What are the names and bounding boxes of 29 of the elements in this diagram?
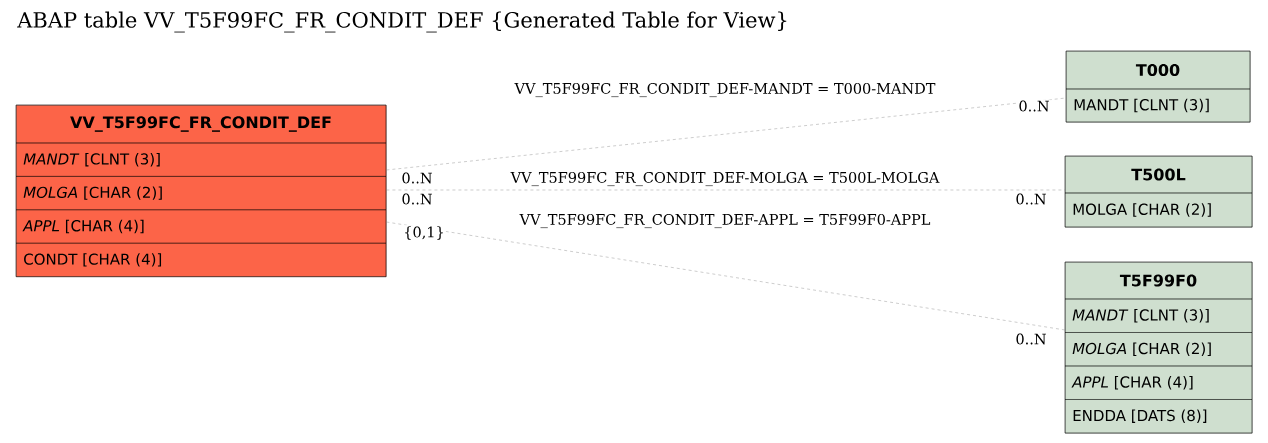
table-header: T000 <box>1065 50 1251 90</box>
table-row: CONDT [CHAR (4)] <box>15 243 387 277</box>
table-row: MOLGA [CHAR (2)] <box>1064 192 1253 228</box>
edge-label: VV_T5F99FC_FR_CONDIT_DEF-MANDT = T000-MANDT <box>513 81 937 99</box>
table-box <box>1065 50 1251 123</box>
table-row: ENDDA [DATS (8)] <box>1064 399 1253 434</box>
table-row: MOLGA [CHAR (2)] <box>15 176 387 210</box>
table-header: T5F99F0 <box>1064 261 1253 300</box>
cardinality-label: 0..N <box>1014 332 1048 346</box>
table-row: MANDT [CLNT (3)] <box>1065 88 1251 123</box>
edge-label: VV_T5F99FC_FR_CONDIT_DEF-MOLGA = T500L-MOLGA <box>509 170 941 188</box>
table-row: MANDT [CLNT (3)] <box>1064 298 1253 333</box>
connector-line <box>386 97 1067 171</box>
table-row: MOLGA [CHAR (2)] <box>1064 332 1253 367</box>
table-row: MANDT [CLNT (3)] <box>15 142 387 177</box>
cardinality-label: 0..N <box>400 171 434 185</box>
table-box <box>1064 155 1253 228</box>
table-row: APPL [CHAR (4)] <box>1064 365 1253 400</box>
table-header: T500L <box>1064 155 1253 194</box>
table-header: VV_T5F99FC_FR_CONDIT_DEF <box>15 104 387 144</box>
table-box <box>15 104 387 277</box>
title: ABAP table VV_T5F99FC_FR_CONDIT_DEF {Generated Table for View} <box>17 11 787 33</box>
table-box <box>1064 261 1253 434</box>
cardinality-label: 0..N <box>400 192 434 206</box>
cardinality-label: 0..N <box>1017 99 1051 113</box>
cardinality-label: {0,1} <box>402 225 446 241</box>
cardinality-label: 0..N <box>1014 192 1048 206</box>
edge-label: VV_T5F99FC_FR_CONDIT_DEF-APPL = T5F99F0-APPL <box>518 212 932 230</box>
table-row: APPL [CHAR (4)] <box>15 209 387 244</box>
